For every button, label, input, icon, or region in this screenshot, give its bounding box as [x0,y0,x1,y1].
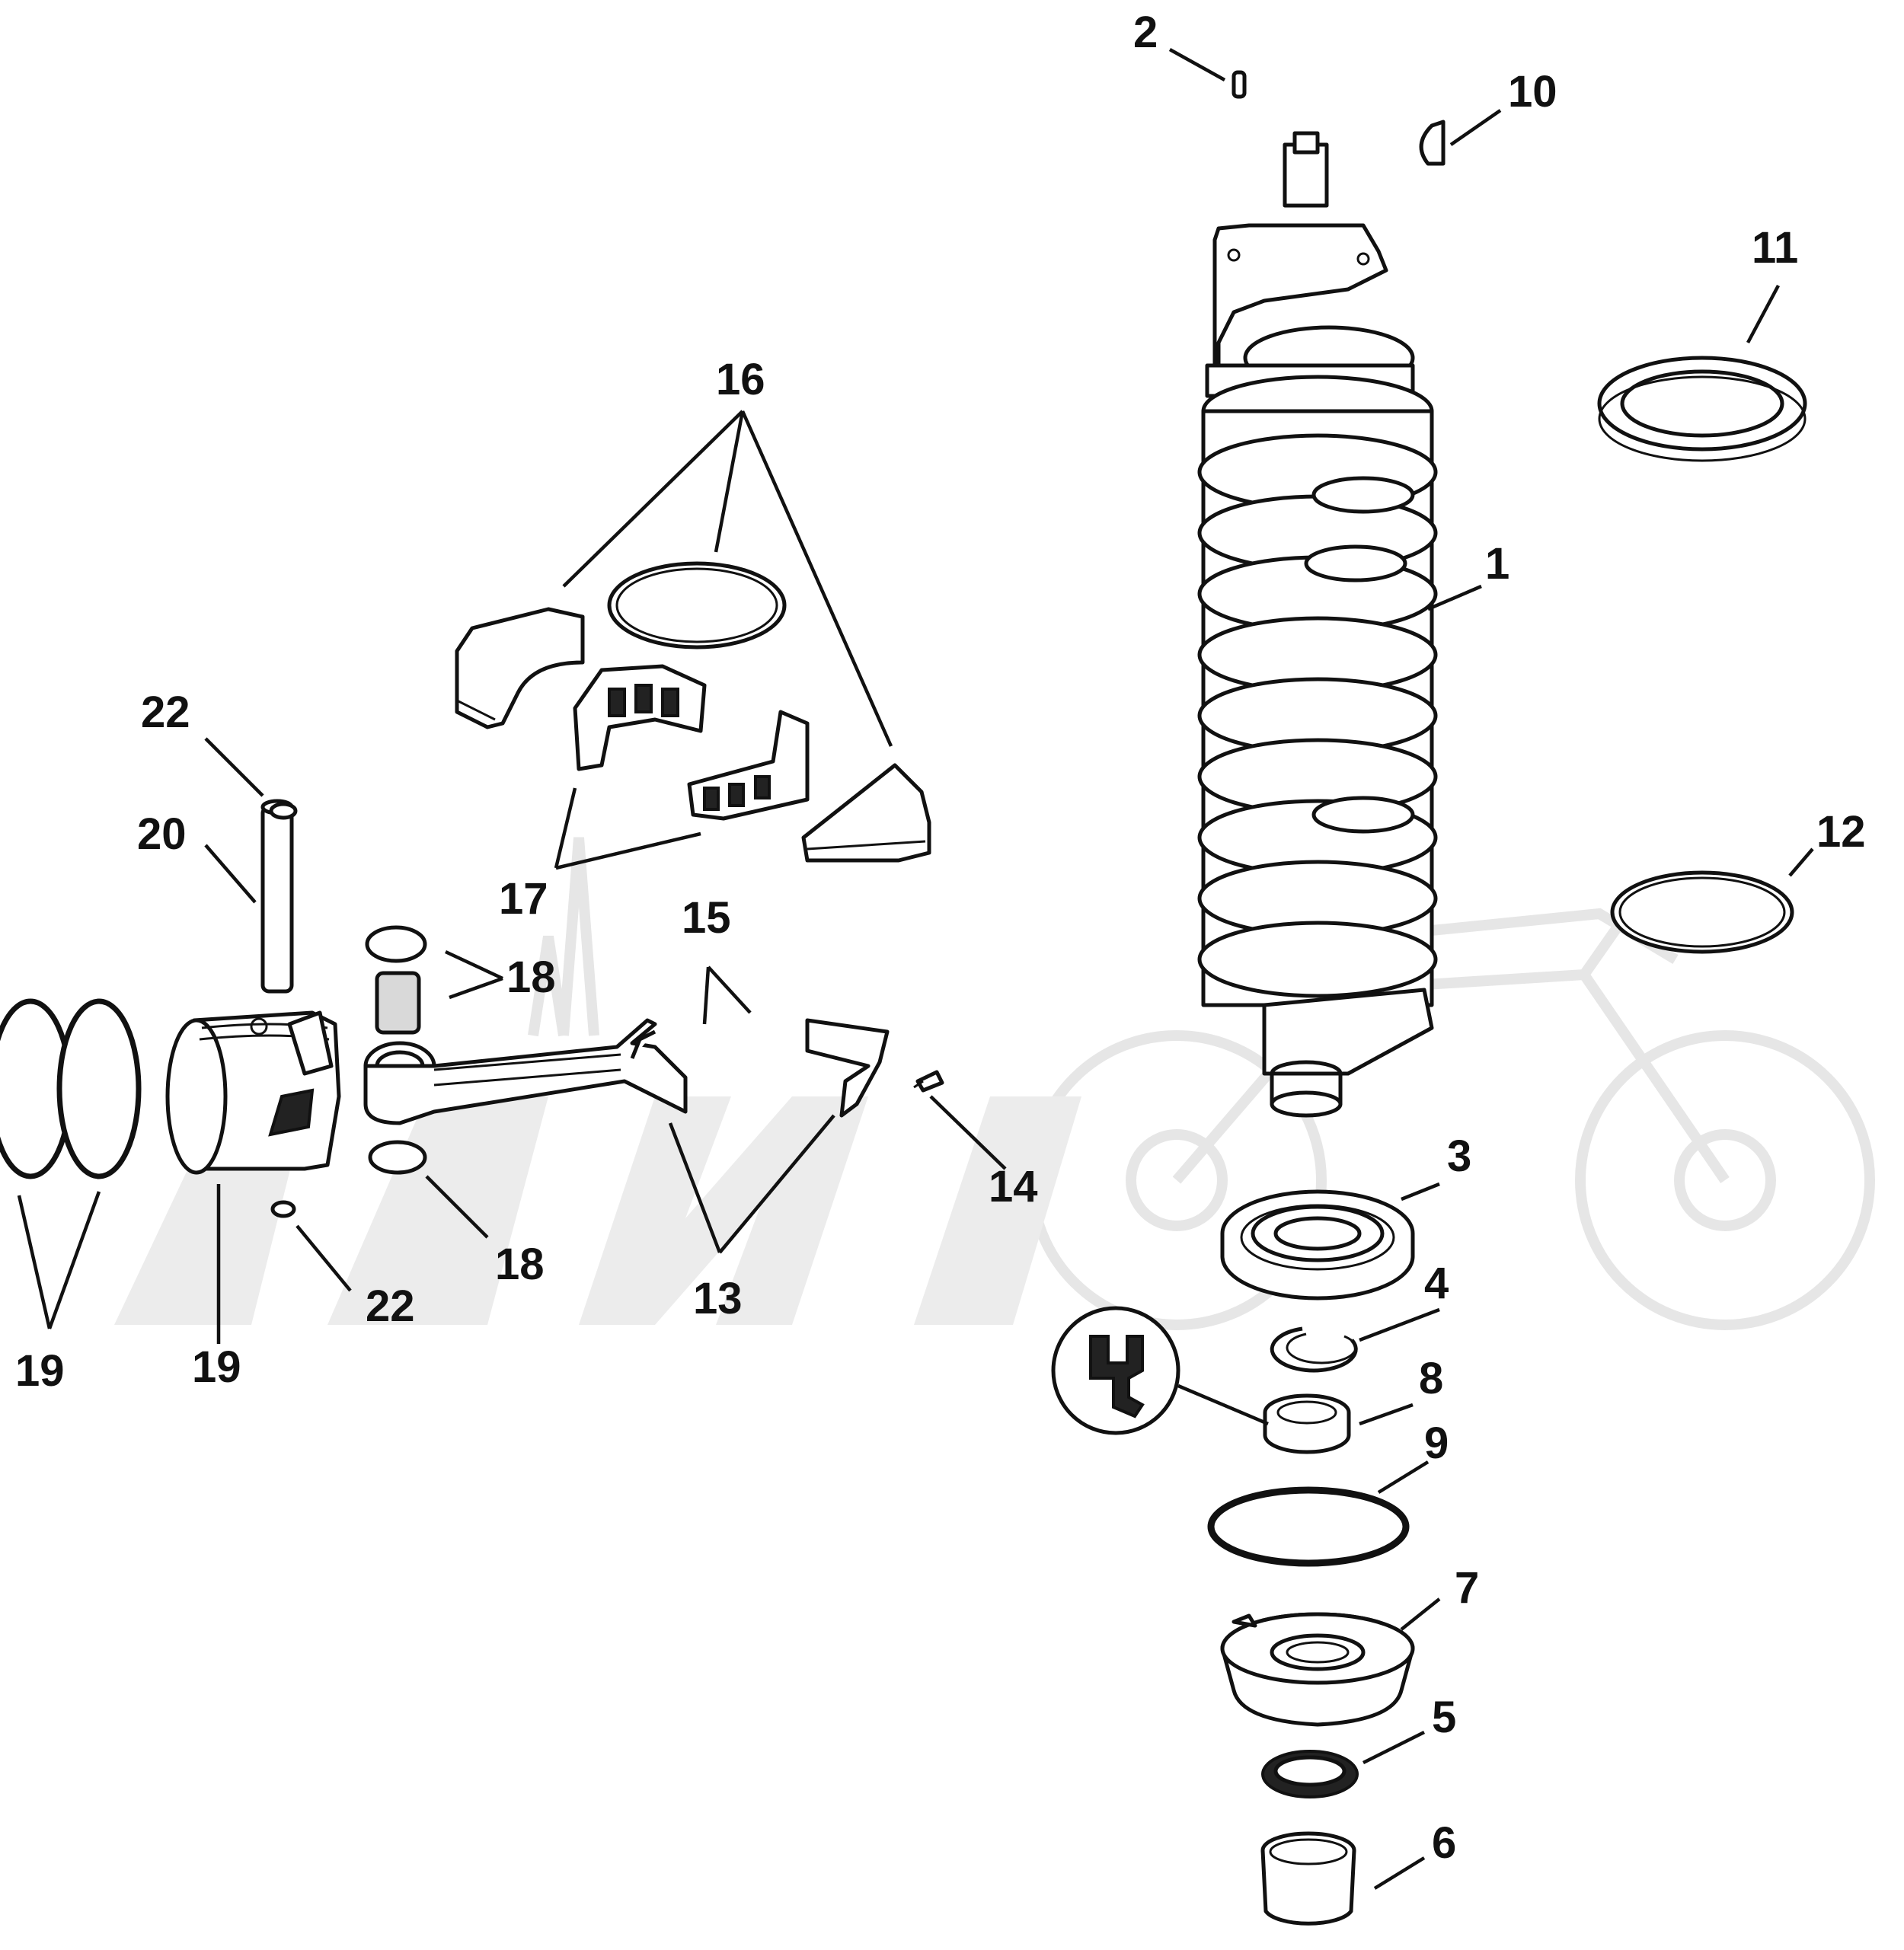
callout-4: 4 [1424,1259,1449,1308]
callout-7: 7 [1455,1563,1479,1613]
grease-can-icon [1051,1306,1269,1435]
leader-lines [17,48,1814,1890]
callout-11: 11 [1752,223,1798,273]
callout-9: 9 [1424,1419,1449,1468]
sleeve [1260,1831,1356,1926]
callout-21: 20 [137,809,187,859]
callout-labels: 2 10 11 1 12 3 4 8 9 7 5 6 16 22 20 17 1… [15,8,1866,1868]
piston [165,1010,341,1175]
callout-12: 12 [1816,807,1866,857]
callout-15: 15 [682,893,731,943]
callout-8: 8 [1419,1354,1443,1403]
seal-ring [1610,870,1794,954]
lower-seal [1261,1750,1359,1798]
callout-20: 19 [15,1346,65,1396]
pin-bearing-washers [365,925,427,1175]
callout-6: 6 [1432,1818,1456,1868]
o-ring [1207,1486,1410,1567]
callout-1: 1 [1485,539,1509,589]
rod-cap [805,1018,890,1118]
motorcycle-watermark [114,837,1875,1330]
wrist-pin [260,799,294,994]
piston-rings [0,998,142,1179]
callout-14: 14 [989,1162,1038,1211]
callout-13: 13 [693,1274,743,1323]
callout-18-top: 18 [506,953,556,1002]
callout-3: 3 [1447,1131,1471,1181]
retaining-ring [1270,1326,1358,1373]
main-bearing-halves [455,561,931,863]
pin-clip-top [269,802,298,820]
crankshaft [1197,131,1438,1118]
dowel-pin [1232,70,1247,99]
pin-clip-bottom [270,1200,296,1218]
callout-22-bottom: 22 [366,1281,415,1331]
oil-seal [1597,356,1807,462]
callout-2: 2 [1133,8,1158,57]
cap-screw [913,1070,944,1093]
connecting-rod [363,1018,688,1125]
callout-10: 10 [1508,67,1557,116]
woodruff-key [1419,120,1446,166]
callout-5: 5 [1432,1693,1456,1742]
ball-bearing [1220,1189,1415,1301]
callout-16: 16 [716,355,765,404]
callout-17: 17 [499,874,548,924]
callout-22-top: 22 [141,688,190,737]
callout-18-bottom: 18 [495,1240,545,1289]
bushing [1263,1393,1351,1454]
needle-cage-bearing [573,664,810,821]
bearing-housing [1220,1612,1415,1727]
callout-19: 19 [192,1342,241,1392]
